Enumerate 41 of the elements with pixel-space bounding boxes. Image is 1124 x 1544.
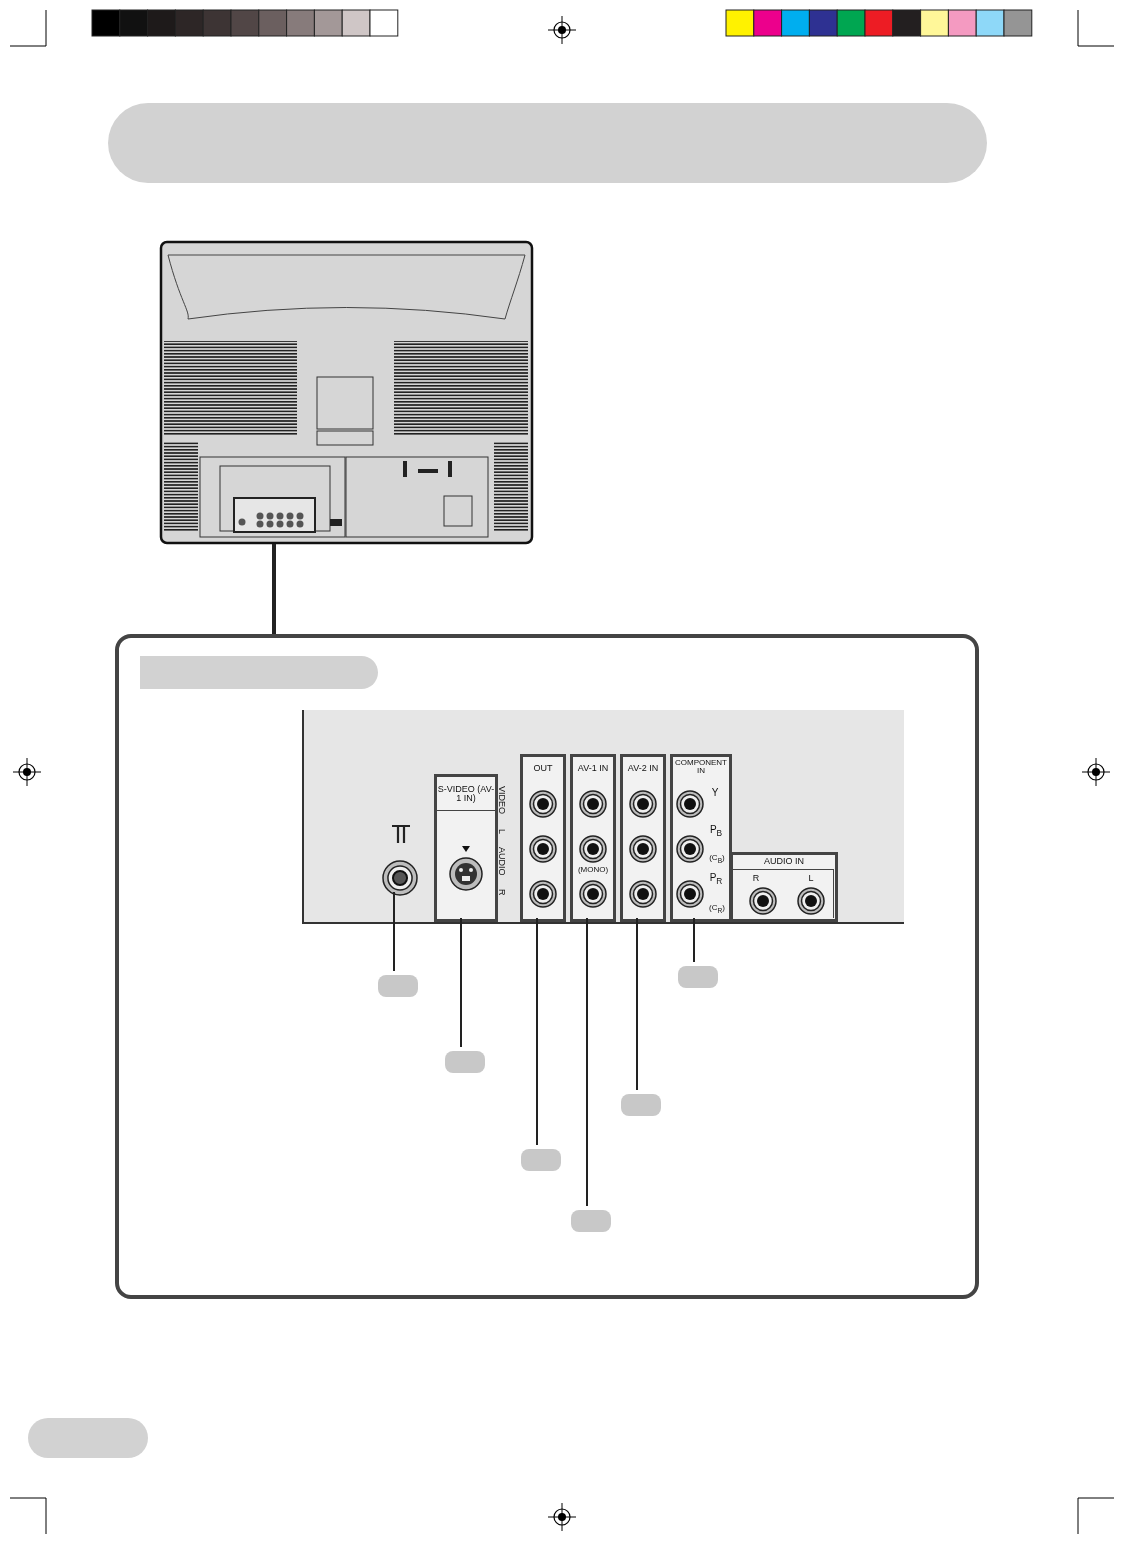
leader-line: [693, 917, 695, 963]
terminal-panel: [302, 710, 904, 924]
vertical-label: VIDEO: [497, 785, 506, 816]
s-video-jack-group: [434, 774, 498, 922]
component-jack-group: [670, 754, 732, 922]
jack-label: AV-1 IN: [576, 764, 610, 773]
jack-label: AUDIO IN: [763, 857, 805, 866]
vertical-label: L: [497, 828, 506, 837]
jack-label: S-VIDEO (AV-1 IN): [436, 785, 496, 803]
vertical-label: AUDIO: [497, 845, 506, 878]
leader-line: [586, 917, 588, 1207]
leader-line: [636, 917, 638, 1091]
jack-label: OUT: [532, 764, 554, 773]
input-jack-group: [570, 754, 616, 922]
jack-label: L: [807, 874, 815, 883]
callout-tag: [621, 1094, 661, 1116]
vertical-label: R: [497, 887, 506, 898]
jack-label: P$_{B}$: [708, 825, 724, 838]
section-tab: [140, 656, 378, 689]
audio-input-group: [730, 852, 838, 922]
jack-label: (MONO): [576, 866, 610, 874]
callout-tag: [678, 966, 718, 988]
callout-tag: [445, 1051, 485, 1073]
connector-line: [272, 544, 276, 634]
jack-label: R: [751, 874, 761, 883]
leader-line: [536, 917, 538, 1146]
jack-label: (C$_{R}$): [708, 904, 726, 915]
detail-frame: [115, 634, 979, 1299]
callout-tag: [378, 975, 418, 997]
callout-tag: [571, 1210, 611, 1232]
output-jack-group: [520, 754, 566, 922]
callout-tag: [521, 1149, 561, 1171]
leader-line: [393, 891, 395, 972]
jack-label: P$_{R}$: [708, 873, 724, 886]
jack-label: COMPONENT IN: [674, 759, 728, 775]
jack-label: AV-2 IN: [626, 764, 660, 773]
jack-label: (C$_{B}$): [708, 854, 726, 865]
input-jack-group: [620, 754, 666, 922]
leader-line: [460, 917, 462, 1048]
page-number-tab: [28, 1418, 148, 1458]
jack-label: Y: [710, 788, 720, 798]
